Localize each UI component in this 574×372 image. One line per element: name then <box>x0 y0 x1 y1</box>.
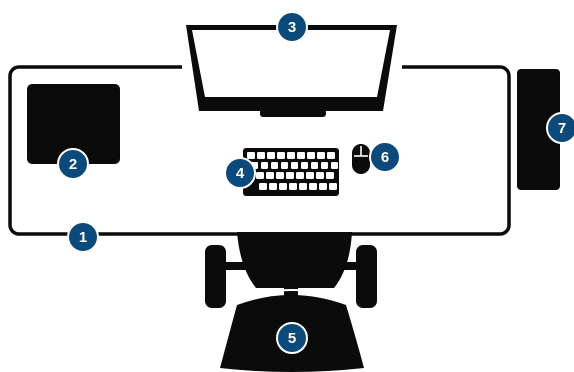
marker-1: 1 <box>68 222 98 252</box>
keyboard-key <box>307 152 315 159</box>
keyboard-key <box>256 172 264 179</box>
marker-7-label: 7 <box>558 120 566 137</box>
marker-1-label: 1 <box>79 229 87 246</box>
marker-4-label: 4 <box>236 165 245 182</box>
keyboard-key <box>326 172 334 179</box>
mouse <box>352 144 370 174</box>
marker-2-label: 2 <box>69 156 77 173</box>
keyboard-key <box>301 162 308 169</box>
marker-5-label: 5 <box>288 330 296 347</box>
marker-5: 5 <box>277 323 307 353</box>
keyboard-key <box>309 183 317 190</box>
keyboard-key <box>257 152 265 159</box>
marker-2: 2 <box>58 149 88 179</box>
keyboard-key <box>297 152 305 159</box>
keyboard-key <box>289 183 297 190</box>
marker-4: 4 <box>225 158 255 188</box>
keyboard-key <box>311 162 318 169</box>
keyboard <box>243 148 339 196</box>
keyboard-key <box>261 162 268 169</box>
keyboard-key <box>266 172 274 179</box>
keyboard-key <box>269 183 277 190</box>
keyboard-key <box>317 152 325 159</box>
keyboard-key <box>291 162 298 169</box>
keyboard-key <box>321 162 328 169</box>
marker-6-label: 6 <box>381 149 389 166</box>
keyboard-key <box>316 172 324 179</box>
keyboard-key <box>267 152 275 159</box>
marker-3: 3 <box>277 12 307 42</box>
keyboard-key <box>279 183 287 190</box>
keyboard-key <box>259 183 267 190</box>
keyboard-key <box>329 183 337 190</box>
keyboard-key <box>287 152 295 159</box>
keyboard-key <box>281 162 288 169</box>
keyboard-key <box>306 172 314 179</box>
keyboard-key <box>271 162 278 169</box>
keyboard-key <box>327 152 335 159</box>
keyboard-key <box>331 162 338 169</box>
keyboard-key <box>276 172 284 179</box>
keyboard-key <box>286 172 294 179</box>
keyboard-key <box>296 172 304 179</box>
keyboard-key <box>299 183 307 190</box>
marker-7: 7 <box>547 113 574 143</box>
marker-6: 6 <box>370 142 400 172</box>
marker-3-label: 3 <box>288 19 296 36</box>
keyboard-key <box>319 183 327 190</box>
keyboard-key <box>277 152 285 159</box>
keyboard-key <box>247 152 255 159</box>
